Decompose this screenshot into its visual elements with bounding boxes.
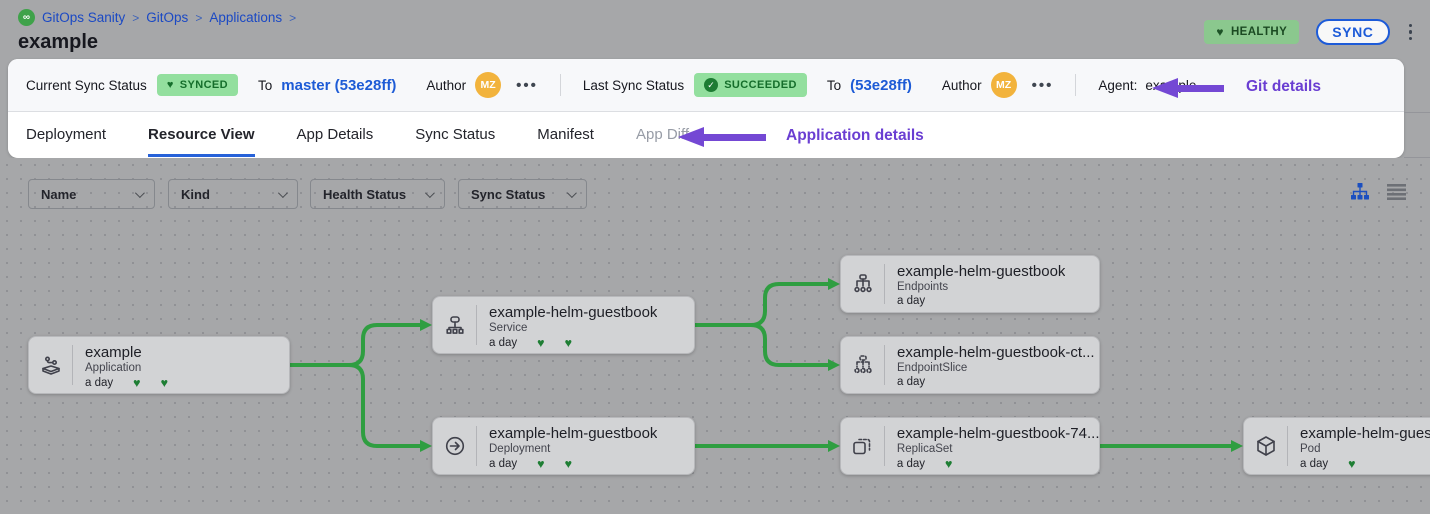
replicaset-icon: [841, 426, 885, 466]
node-age: a day: [1300, 458, 1329, 470]
breadcrumb-link-applications[interactable]: Applications: [209, 10, 283, 25]
node-age: a day: [897, 295, 926, 307]
node-kind: Endpoints: [897, 281, 949, 293]
health-heart-icon: ♥: [945, 457, 953, 471]
gitops-logo-icon: ∞: [18, 9, 35, 26]
node-kind: Service: [489, 322, 528, 334]
service-icon: [433, 305, 477, 345]
current-commit-link[interactable]: master (53e28ff): [281, 76, 397, 94]
divider: [1404, 157, 1430, 158]
node-kind: EndpointSlice: [897, 362, 968, 374]
filter-kind-dropdown[interactable]: Kind: [168, 179, 298, 209]
health-heart-icon: ♥: [537, 336, 545, 350]
tab-sync-status[interactable]: Sync Status: [415, 125, 496, 143]
author-avatar: MZ: [475, 72, 502, 98]
application-details-annotation: Application details: [786, 127, 924, 144]
tab-app-details[interactable]: App Details: [296, 125, 374, 143]
node-kind: Deployment: [489, 443, 551, 455]
last-commit-link[interactable]: (53e28ff): [850, 76, 912, 94]
breadcrumb-separator: >: [289, 10, 297, 25]
node-title: example-helm-guestbook-ct...: [897, 344, 1095, 361]
resource-node-application[interactable]: example Application a day ♥ ♥: [28, 336, 290, 394]
chevron-down-icon: [424, 187, 435, 198]
breadcrumb: ∞ GitOps Sanity > GitOps > Applications …: [18, 9, 296, 26]
divider: [1404, 112, 1430, 113]
chevron-down-icon: [134, 187, 145, 198]
node-age: a day: [896, 458, 926, 470]
resource-node-deployment[interactable]: example-helm-guestbook Deployment a day …: [432, 417, 695, 475]
node-age: a day: [489, 337, 518, 349]
author-label: Author: [941, 77, 982, 93]
breadcrumb-link-gitops[interactable]: GitOps: [146, 10, 189, 25]
list-view-icon[interactable]: [1387, 184, 1406, 200]
check-circle-icon: ✓: [704, 78, 719, 92]
health-heart-icon: ♥: [564, 457, 572, 471]
node-title: example: [85, 344, 142, 361]
chevron-down-icon: [277, 187, 288, 198]
node-title: example-helm-guestbook: [489, 304, 658, 321]
tree-view-icon[interactable]: [1350, 182, 1370, 202]
health-heart-icon: ♥: [537, 457, 545, 471]
git-details-annotation: Git details: [1246, 78, 1321, 95]
heart-icon: ♥: [1216, 25, 1224, 39]
health-heart-icon: ♥: [133, 376, 141, 390]
node-kind: Application: [85, 362, 142, 374]
node-age: a day: [489, 458, 518, 470]
filter-sync-status-dropdown[interactable]: Sync Status: [458, 179, 587, 209]
commit-more-menu[interactable]: •••: [1031, 76, 1054, 94]
agent-label: Agent:: [1098, 77, 1138, 93]
more-options-kebab-icon[interactable]: [1407, 22, 1415, 43]
node-title: example-helm-guest: [1300, 425, 1430, 442]
git-details-arrow-icon: [1152, 78, 1224, 98]
synced-badge: ♥ SYNCED: [156, 74, 238, 96]
current-sync-status-label: Current Sync Status: [26, 77, 147, 93]
tab-resource-view[interactable]: Resource View: [148, 112, 255, 157]
node-age: a day: [897, 376, 926, 388]
breadcrumb-link-gitops-sanity[interactable]: GitOps Sanity: [42, 10, 126, 25]
node-title: example-helm-guestbook: [897, 263, 1066, 280]
filter-name-dropdown[interactable]: Name: [28, 179, 155, 209]
page-header: ∞ GitOps Sanity > GitOps > Applications …: [0, 0, 1430, 59]
health-status-badge: ♥ HEALTHY: [1204, 20, 1300, 44]
resource-node-endpoints[interactable]: example-helm-guestbook Endpoints a day: [840, 255, 1100, 313]
resource-node-service[interactable]: example-helm-guestbook Service a day ♥ ♥: [432, 296, 695, 354]
node-title: example-helm-guestbook: [489, 425, 658, 442]
breadcrumb-separator: >: [195, 10, 203, 25]
succeeded-badge: ✓ SUCCEEDED: [694, 73, 807, 97]
application-details-arrow-icon: [678, 127, 766, 147]
author-avatar: MZ: [990, 72, 1017, 98]
endpointslice-icon: [841, 345, 885, 385]
health-heart-icon: ♥: [1348, 457, 1356, 471]
node-title: example-helm-guestbook-74...: [896, 425, 1099, 442]
resource-node-replicaset[interactable]: example-helm-guestbook-74... ReplicaSet …: [840, 417, 1100, 475]
divider: [1075, 74, 1077, 96]
health-heart-icon: ♥: [564, 336, 572, 350]
tab-app-diff[interactable]: App Diff: [635, 125, 690, 143]
breadcrumb-separator: >: [132, 10, 140, 25]
to-label: To: [826, 77, 842, 93]
to-label: To: [258, 77, 273, 93]
resource-node-pod[interactable]: example-helm-guest Pod a day ♥: [1243, 417, 1430, 475]
node-kind: Pod: [1300, 443, 1321, 455]
heart-icon: ♥: [166, 79, 174, 91]
endpoints-icon: [841, 264, 885, 304]
last-sync-status-label: Last Sync Status: [582, 77, 685, 93]
divider: [559, 74, 561, 96]
author-label: Author: [426, 77, 467, 93]
node-age: a day: [85, 377, 114, 389]
filter-health-status-dropdown[interactable]: Health Status: [310, 179, 445, 209]
pod-icon: [1244, 426, 1288, 466]
chevron-down-icon: [566, 187, 577, 198]
resource-node-endpointslice[interactable]: example-helm-guestbook-ct... EndpointSli…: [840, 336, 1100, 394]
application-icon: [29, 345, 73, 385]
health-heart-icon: ♥: [160, 376, 168, 390]
node-kind: ReplicaSet: [896, 443, 953, 455]
deployment-icon: [433, 426, 477, 466]
sync-button[interactable]: SYNC: [1316, 19, 1390, 45]
tab-manifest[interactable]: Manifest: [537, 125, 594, 143]
commit-more-menu[interactable]: •••: [516, 76, 538, 94]
tab-deployment[interactable]: Deployment: [26, 125, 107, 143]
page-title: example: [18, 31, 99, 53]
